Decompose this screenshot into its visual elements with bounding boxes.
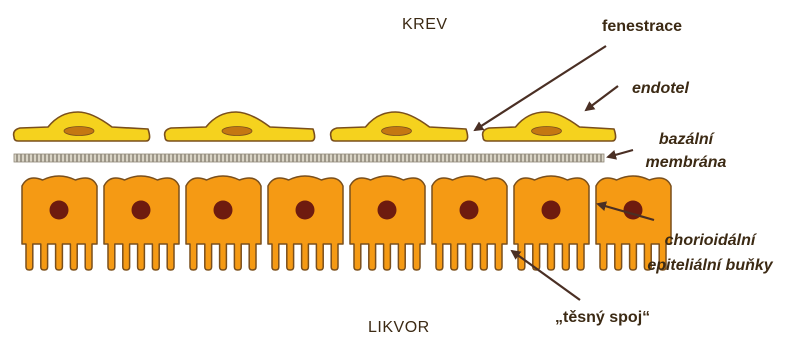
basal-membrane-label-line1: bazální [636, 130, 736, 149]
csf-label: LIKVOR [368, 318, 430, 337]
epithelial-cell [514, 176, 589, 270]
basal-membrane [14, 154, 604, 162]
basal-membrane-label-line2: membrána [636, 153, 736, 172]
epithelial-nucleus [378, 201, 397, 220]
epithelial-nucleus [50, 201, 69, 220]
epithelial-cells-label-line1: chorioidální [626, 231, 794, 250]
tight-junction-label: „těsný spoj“ [555, 308, 650, 327]
blood-label: KREV [402, 15, 448, 34]
epithelial-nucleus [460, 201, 479, 220]
epithelial-nucleus [542, 201, 561, 220]
endothelial-nucleus [222, 127, 252, 136]
epithelial-nucleus [132, 201, 151, 220]
endothelium-label: endotel [632, 79, 689, 98]
epithelial-cell [104, 176, 179, 270]
endothelium-layer [14, 112, 616, 141]
fenestration-label: fenestrace [602, 17, 682, 36]
basal-membrane-label: bazální membrána [636, 130, 736, 172]
endothelial-nucleus [382, 127, 412, 136]
epithelial-cell [22, 176, 97, 270]
epithelial-cell [268, 176, 343, 270]
epithelial-cells-label-line2: epiteliální buňky [626, 256, 794, 275]
epithelial-cell [432, 176, 507, 270]
epithelial-layer [22, 176, 671, 270]
endothelial-nucleus [532, 127, 562, 136]
basal-membrane-arrow [608, 150, 633, 157]
epithelial-cell [350, 176, 425, 270]
endothelium-arrow [586, 86, 618, 110]
epithelial-nucleus [214, 201, 233, 220]
epithelial-nucleus [296, 201, 315, 220]
endothelial-nucleus [64, 127, 94, 136]
epithelial-cell [186, 176, 261, 270]
epithelial-cells-label: chorioidální epiteliální buňky [626, 231, 794, 275]
